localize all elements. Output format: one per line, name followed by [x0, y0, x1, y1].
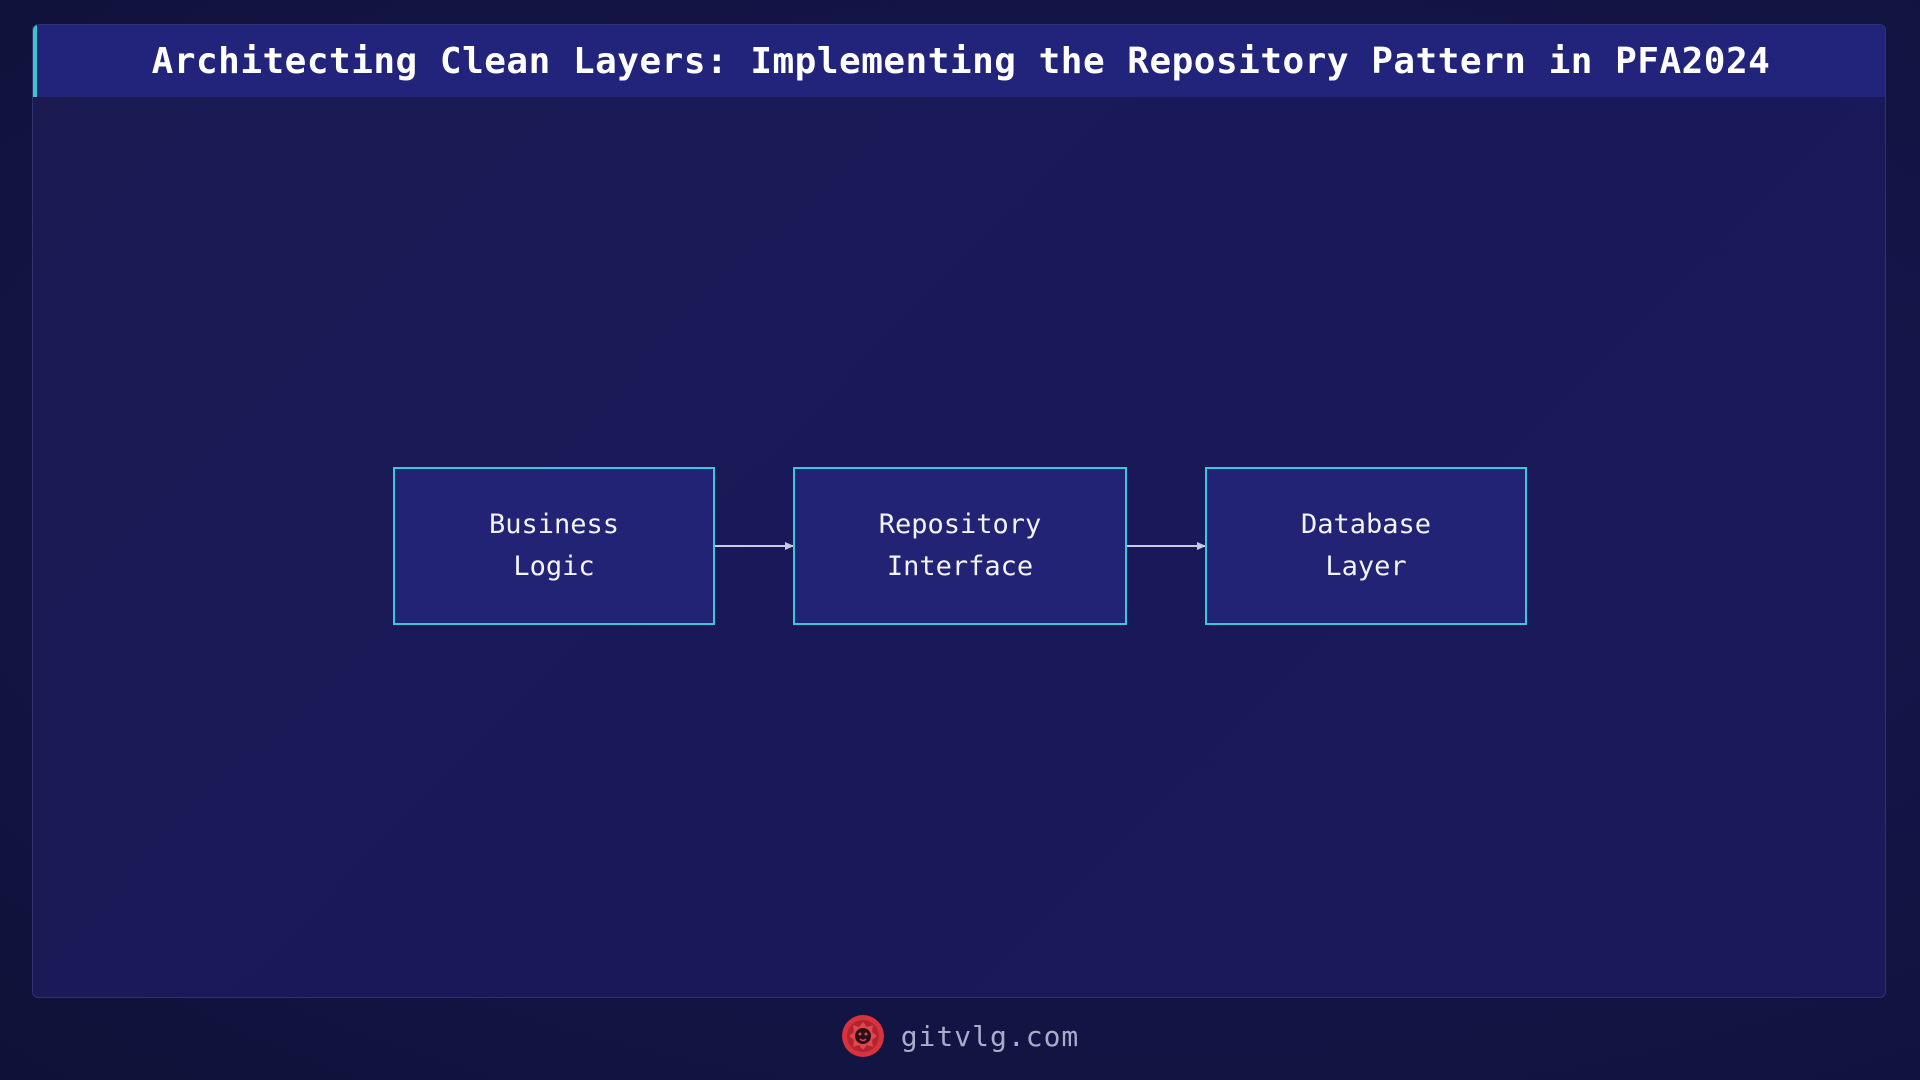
- slide-card: Architecting Clean Layers: Implementing …: [32, 24, 1886, 998]
- footer-site-link[interactable]: gitvlg.com: [900, 1019, 1080, 1053]
- page-title: Architecting Clean Layers: Implementing …: [151, 40, 1771, 82]
- title-bar: Architecting Clean Layers: Implementing …: [33, 25, 1885, 97]
- footer: gitvlg.com: [0, 1008, 1920, 1064]
- lion-head-icon: [841, 1015, 884, 1057]
- node-repository-interface: Repository Interface: [793, 467, 1127, 625]
- node-business-logic: Business Logic: [393, 467, 715, 625]
- node-database-layer: Database Layer: [1205, 467, 1527, 625]
